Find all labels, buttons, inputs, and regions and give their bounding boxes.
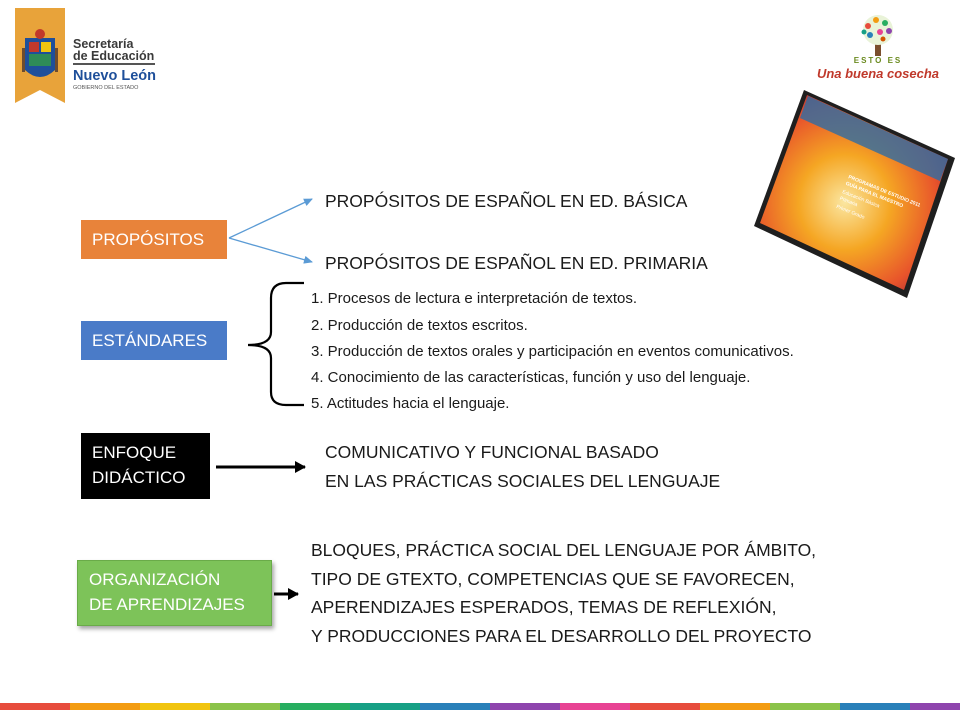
gov-logo-line-3: Nuevo León [73,68,156,84]
coat-of-arms-icon [22,29,58,77]
enfoque-text-line: EN LAS PRÁCTICAS SOCIALES DEL LENGUAJE [325,471,721,491]
organizacion-label-line: DE APRENDIZAJES [89,595,245,614]
arrow-propositos-basica [228,198,313,239]
propositos-box: PROPÓSITOS [81,220,227,259]
tree-icon [861,15,893,56]
bottom-color-stripe [0,703,960,710]
gov-logo-line-4: GOBIERNO DEL ESTADO [73,85,139,91]
estandar-item: 3. Producción de textos orales y partici… [311,343,794,360]
programa-estudio-book-image: PROGRAMAS DE ESTUDIO 2011 GUÍA PARA EL M… [754,90,955,298]
enfoque-text-line: COMUNICATIVO Y FUNCIONAL BASADO [325,442,659,462]
gov-logo-line-1: Secretaría [73,37,135,51]
proposito-primaria: PROPÓSITOS DE ESPAÑOL EN ED. PRIMARIA [325,253,708,273]
enfoque-label-line: DIDÁCTICO [92,468,186,487]
cosecha-esto-es: ESTO ES [853,56,903,65]
arrow-propositos-primaria [228,237,313,264]
estandar-item: 2. Producción de textos escritos. [311,317,528,334]
cosecha-slogan: Una buena cosecha [816,66,940,81]
estandares-box: ESTÁNDARES [81,321,227,360]
organizacion-text-line: APERENDIZAJES ESPERADOS, TEMAS DE REFLEX… [311,597,777,617]
gov-logo-line-2: de Educación [73,49,154,63]
estandar-item: 4. Conocimiento de las características, … [311,369,751,386]
estandares-brace [247,281,304,407]
secretaria-educacion-logo: Secretaría de Educación Nuevo León GOBIE… [15,8,156,103]
organizacion-box: ORGANIZACIÓN DE APRENDIZAJES [77,560,272,626]
organizacion-text-line: Y PRODUCCIONES PARA EL DESARROLLO DEL PR… [311,626,812,646]
organizacion-label-line: ORGANIZACIÓN [89,570,221,589]
estandar-item: 5. Actitudes hacia el lenguaje. [311,395,510,412]
estandar-item: 1. Procesos de lectura e interpretación … [311,290,638,307]
proposito-basica: PROPÓSITOS DE ESPAÑOL EN ED. BÁSICA [325,191,688,211]
organizacion-text-line: TIPO DE GTEXTO, COMPETENCIAS QUE SE FAVO… [311,569,795,589]
buena-cosecha-logo: ESTO ES Una buena cosecha [812,14,944,94]
organizacion-text-line: BLOQUES, PRÁCTICA SOCIAL DEL LENGUAJE PO… [311,540,817,560]
enfoque-box: ENFOQUE DIDÁCTICO [81,433,210,499]
enfoque-label-line: ENFOQUE [92,443,177,462]
